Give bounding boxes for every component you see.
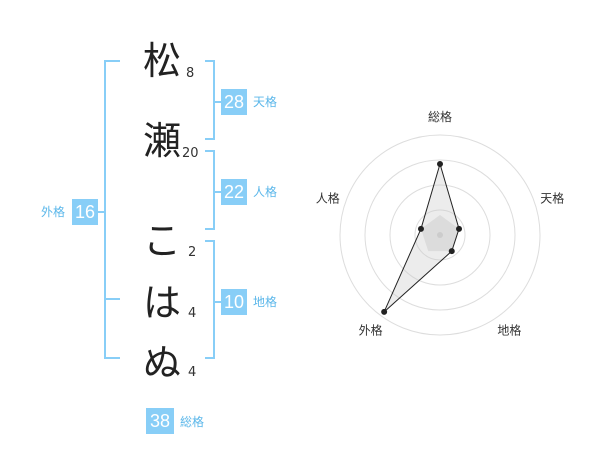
tenkaku-label: 天格: [253, 95, 278, 109]
name-char-3: こ: [142, 219, 181, 263]
tenkaku-bracket-top: [205, 60, 215, 62]
chikaku-bracket-bottom: [205, 357, 215, 359]
gaikaku-bracket-top: [104, 60, 120, 62]
radar-center-dot: [437, 232, 443, 238]
radar-point-4: [381, 308, 388, 315]
radar-point-1: [437, 161, 443, 167]
chikaku-bracket-top: [205, 240, 215, 242]
radar-point-3: [448, 248, 455, 255]
jinkaku-bracket: [213, 150, 215, 230]
gaikaku-label: 外格: [41, 205, 66, 219]
soukaku-value-badge: 38: [146, 408, 174, 434]
name-char-1: 松: [142, 39, 181, 83]
gaikaku-connector: [98, 211, 106, 213]
radar-ring-4: [339, 134, 541, 336]
radar-ring-1: [414, 209, 466, 261]
soukaku-label: 総格: [180, 415, 205, 429]
radar-point-5: [417, 225, 424, 232]
gaikaku-value-badge: 16: [72, 199, 98, 225]
radar-axis-label-5: 人格: [316, 191, 340, 206]
chikaku-bracket: [213, 240, 215, 359]
chikaku-label: 地格: [253, 295, 278, 309]
stroke-count-4: 4: [188, 306, 197, 321]
radar-axis-label-4: 外格: [359, 322, 383, 337]
name-char-4: は: [142, 281, 181, 325]
tenkaku-connector: [213, 101, 221, 103]
tenkaku-value-badge: 28: [221, 89, 247, 115]
stroke-count-2: 20: [182, 146, 199, 161]
name-char-5: ぬ: [142, 341, 181, 385]
chikaku-value-badge: 10: [221, 289, 247, 315]
gaikaku-bracket-mid: [104, 298, 120, 300]
gaikaku-bracket-bottom: [104, 357, 120, 359]
stroke-count-3: 2: [188, 245, 197, 260]
jinkaku-bracket-top: [205, 150, 215, 152]
radar-axis-label-1: 総格: [428, 109, 452, 124]
radar-ring-3: [364, 159, 516, 311]
stroke-count-5: 4: [188, 365, 197, 380]
name-char-2: 瀬: [142, 119, 181, 163]
tenkaku-bracket: [213, 60, 215, 140]
chikaku-connector: [213, 301, 221, 303]
radar-axis-label-3: 地格: [497, 322, 521, 337]
stroke-count-1: 8: [186, 66, 195, 81]
jinkaku-bracket-bottom: [205, 228, 215, 230]
gaikaku-bracket: [104, 60, 106, 359]
radar-series-polygon: [383, 162, 460, 313]
radar-axis-label-2: 天格: [540, 191, 564, 206]
jinkaku-label: 人格: [253, 185, 278, 199]
jinkaku-value-badge: 22: [221, 179, 247, 205]
radar-ring-2: [389, 184, 491, 286]
tenkaku-bracket-bottom: [205, 138, 215, 140]
jinkaku-connector: [213, 191, 221, 193]
radar-point-2: [456, 225, 463, 232]
